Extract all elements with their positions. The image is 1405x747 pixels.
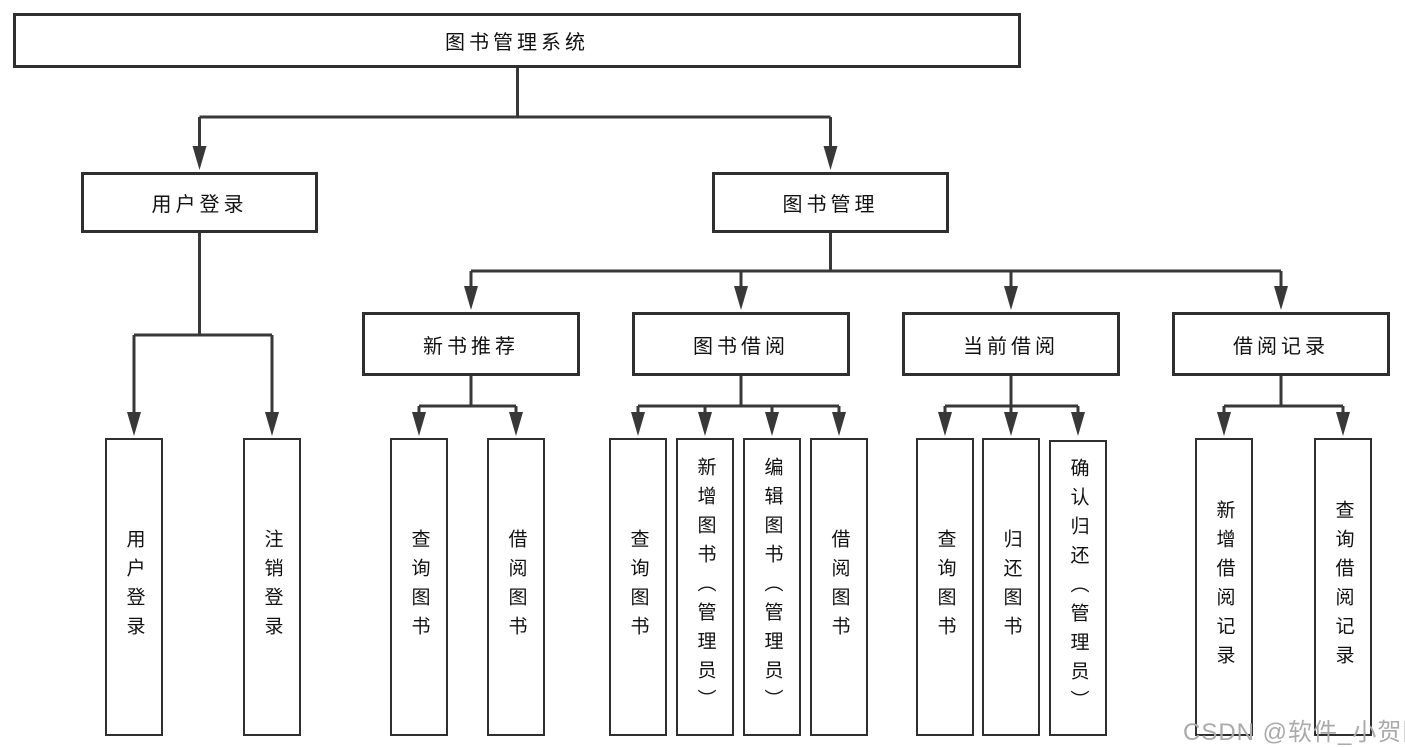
leaf-edit-book-admin: 编辑图书（管理员） — [743, 438, 801, 736]
leaf-query-books-recommend: 查询图书 — [390, 438, 448, 736]
leaf-confirm-return-admin: 确认归还（管理员） — [1049, 440, 1107, 736]
leaf-query-books-borrowing: 查询图书 — [609, 438, 667, 736]
leaf-borrow-books-borrowing: 借阅图书 — [810, 438, 868, 736]
node-book-management: 图书管理 — [712, 172, 949, 233]
leaf-return-books: 归还图书 — [982, 438, 1040, 736]
node-user-login: 用户登录 — [81, 172, 318, 233]
node-book-borrowing: 图书借阅 — [632, 312, 850, 376]
leaf-query-borrow-record: 查询借阅记录 — [1314, 438, 1372, 736]
node-borrowing-records: 借阅记录 — [1172, 312, 1390, 376]
node-library-system: 图书管理系统 — [13, 13, 1021, 68]
leaf-add-book-admin: 新增图书（管理员） — [676, 438, 734, 736]
leaf-add-borrow-record: 新增借阅记录 — [1195, 438, 1253, 736]
node-new-book-recommend: 新书推荐 — [362, 312, 580, 376]
leaf-user-login: 用户登录 — [105, 438, 163, 736]
node-current-borrowing: 当前借阅 — [902, 312, 1120, 376]
leaf-logout: 注销登录 — [243, 438, 301, 736]
leaf-borrow-books-recommend: 借阅图书 — [487, 438, 545, 736]
leaf-query-books-current: 查询图书 — [916, 438, 974, 736]
watermark: CSDN @软件_小贺同学 — [1183, 719, 1405, 746]
